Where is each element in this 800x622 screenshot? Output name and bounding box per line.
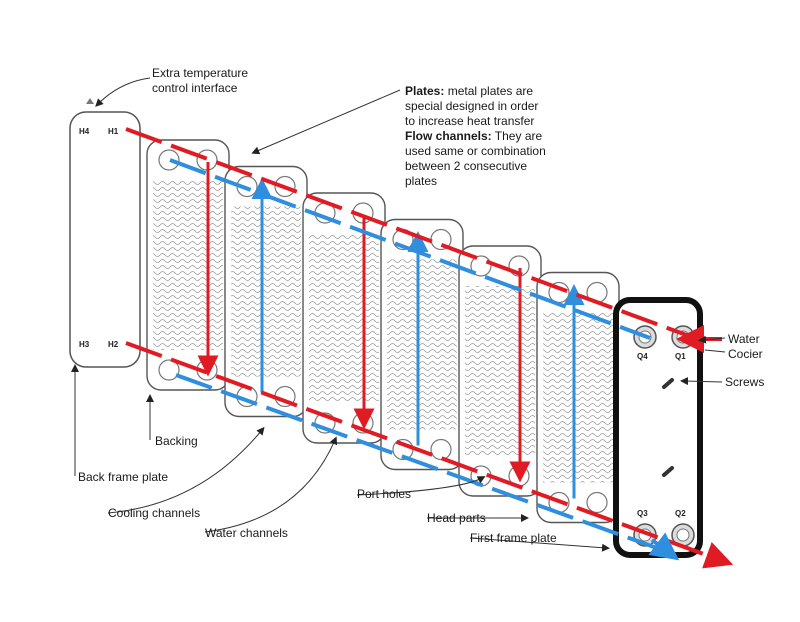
first-frame-plate <box>613 297 703 558</box>
label-water-channels: Water channels <box>205 526 288 540</box>
port-hole <box>158 149 180 171</box>
label-back-frame-plate: Back frame plate <box>78 470 169 484</box>
label-backing: Backing <box>155 434 198 448</box>
plate <box>536 271 620 524</box>
label-plates-description: Plates: metal plates are special designe… <box>405 84 546 188</box>
label-extra-temperature: Extra temperature control interface <box>152 66 249 95</box>
port-label-h4: H4 <box>79 127 90 136</box>
port-hole <box>470 255 492 277</box>
flow-lines <box>86 98 734 569</box>
label-cooling-channels: Cooling channels <box>108 506 201 520</box>
interface-icon <box>86 98 94 104</box>
plate <box>380 218 464 471</box>
label-water-cooler: Water Cocier <box>728 332 763 361</box>
screw-icon <box>662 378 674 389</box>
plates-stack <box>146 139 620 524</box>
plate <box>224 165 308 418</box>
port-label-q1: Q1 <box>675 352 686 361</box>
label-screws: Screws <box>725 375 765 389</box>
label-first-frame-plate: First frame plate <box>470 531 557 545</box>
port-hole <box>158 359 180 381</box>
cold-outlet-arrow <box>648 532 680 561</box>
label-port-holes: Port holes <box>357 487 412 501</box>
plate <box>302 192 386 444</box>
port-label-h3: H3 <box>79 340 90 349</box>
cold-return-line <box>169 158 651 340</box>
port-label-h1: H1 <box>108 127 119 136</box>
hot-inlet-line <box>125 127 701 342</box>
port-hole <box>586 491 608 514</box>
label-head-parts: Head parts <box>427 511 486 525</box>
leader-lines <box>71 77 726 552</box>
port-label-h2: H2 <box>108 340 119 349</box>
cold-inlet-line <box>175 373 669 554</box>
back-frame-plate <box>69 111 141 368</box>
hot-outlet-line <box>125 341 734 569</box>
port-label-q3: Q3 <box>637 509 648 518</box>
screw-icon <box>662 466 674 477</box>
port-label-q2: Q2 <box>675 509 686 518</box>
port-hole <box>430 438 452 461</box>
port-label-q4: Q4 <box>637 352 648 361</box>
